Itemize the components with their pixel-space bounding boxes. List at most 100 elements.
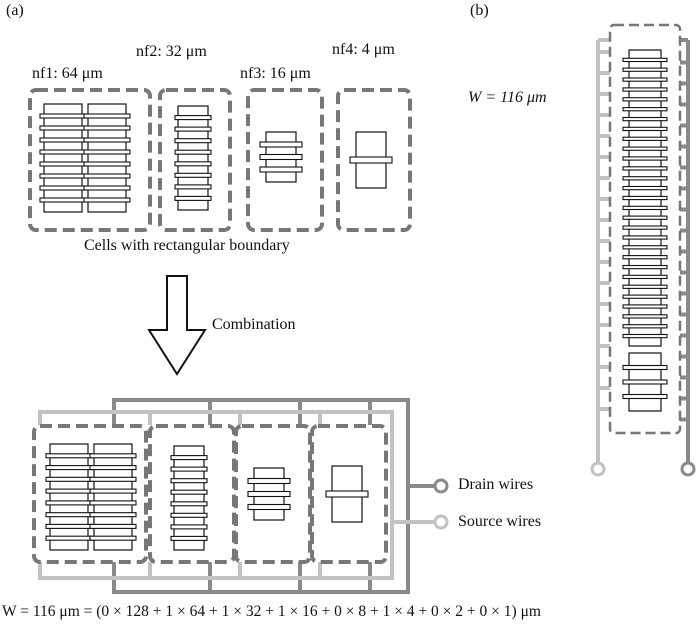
gate-finger [622,294,668,299]
gate-finger [622,393,668,400]
gate-finger [622,205,668,211]
transistor-nf2 [174,105,212,211]
gate-finger [39,125,87,131]
gate-finger [170,512,208,518]
gate-finger [622,284,668,289]
cell-boundary-nf4 [336,88,412,232]
gate-finger [622,195,668,201]
gate-finger [174,161,212,167]
device-body [173,445,205,551]
gate-finger [89,453,137,459]
gate-finger [247,503,291,511]
gate-finger [622,116,668,122]
gate-finger [259,141,303,148]
gate-finger [39,149,87,155]
gate-finger [174,149,212,155]
gate-finger [39,161,87,167]
combined-transistor-nf1 [45,443,137,551]
transistor-nf1 [39,103,131,213]
gate-finger [83,149,131,155]
gate-finger [39,185,87,191]
gate-finger [83,185,131,191]
gate-finger [174,195,212,201]
cell-label-nf2: nf2: 32 μm [136,43,207,60]
gate-finger [325,490,369,498]
gate-finger [89,488,137,494]
combined-transistor-nf3 [247,467,291,521]
cell-label-nf1: nf1: 64 μm [32,65,103,82]
gate-finger [622,225,668,230]
gate-finger [174,138,212,144]
device-body [177,105,209,211]
gate-finger [45,500,93,506]
combined-layout [32,398,449,594]
gate-finger [622,57,668,63]
gate-finger [89,500,137,506]
gate-finger [83,137,131,143]
gate-finger [170,535,208,541]
gate-finger [622,235,668,240]
drain-terminal [433,478,449,494]
gate-finger [89,476,137,482]
separate-cells [28,88,412,232]
combination-label: Combination [212,316,296,333]
gate-finger [174,172,212,178]
gate-finger [83,125,131,131]
cell-boundary-nf3 [246,88,324,232]
gate-finger [622,245,668,250]
gate-finger [622,97,668,102]
gate-finger [170,478,208,484]
folded-layout [590,23,696,477]
gate-finger [622,255,668,260]
panel-b-label: (b) [470,2,489,19]
gate-finger [170,466,208,472]
gate-finger [45,535,93,541]
gate-finger [622,107,668,112]
transistor-nf4 [349,131,393,189]
gate-finger [259,166,303,173]
transistor-nf3 [259,131,303,183]
gate-finger [622,126,668,132]
gate-finger [45,465,93,471]
gate-finger [622,77,668,82]
gate-finger [622,215,668,220]
cells-caption: Cells with rectangular boundary [84,237,290,254]
gate-finger [174,126,212,132]
gate-finger [83,113,131,119]
gate-finger [45,523,93,529]
gate-finger [622,333,668,339]
gate-finger [39,137,87,143]
gate-finger [45,453,93,459]
gate-finger [622,304,668,309]
cell-boundary-nf2 [158,88,232,232]
gate-finger [622,67,668,72]
gate-finger [247,490,291,498]
gate-finger [45,476,93,482]
cell-boundary-nf1 [28,88,152,232]
gate-finger [170,524,208,530]
gate-finger [174,115,212,121]
source-wires-label: Source wires [458,513,542,530]
gate-finger [89,523,137,529]
panel-b-source-terminal [590,461,606,477]
gate-finger [39,197,87,203]
gate-finger [622,156,668,161]
gate-finger [170,501,208,507]
gate-finger [83,173,131,179]
gate-finger [89,465,137,471]
gate-finger [622,176,668,181]
combined-transistor-nf2 [170,445,208,551]
device-body [87,103,127,213]
cell-label-nf3: nf3: 16 μm [240,65,311,82]
width-equation: W = 116 μm = (0 × 128 + 1 × 64 + 1 × 32 … [2,603,541,620]
gate-finger [89,512,137,518]
panel-b-transistor-stack [622,49,668,412]
gate-finger [89,535,137,541]
gate-finger [247,477,291,485]
gate-finger [622,87,668,92]
gate-finger [45,488,93,494]
gate-finger [349,156,393,164]
drain-wires-label: Drain wires [458,476,534,493]
source-wires [38,410,435,580]
